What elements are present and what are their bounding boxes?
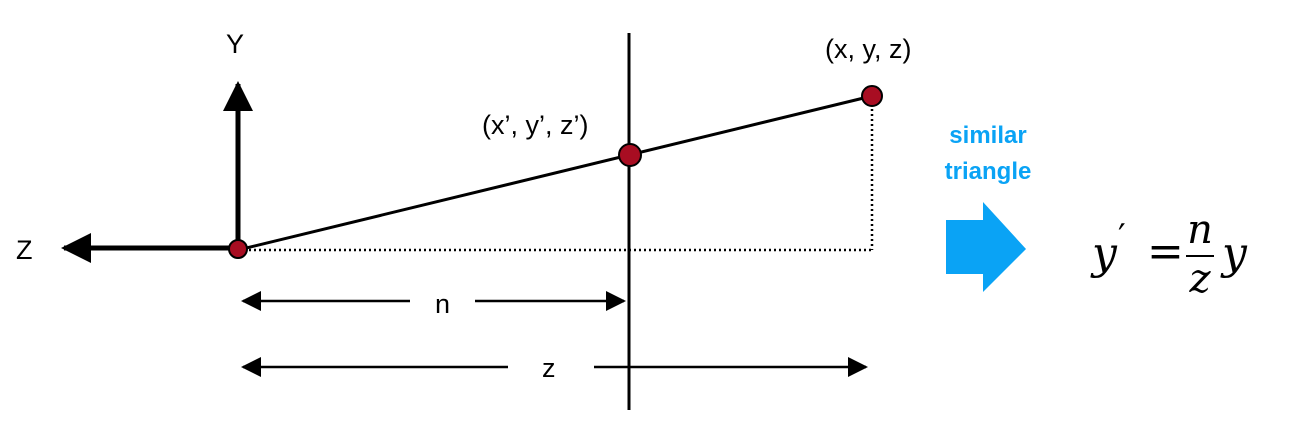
projection-ray bbox=[237, 94, 873, 252]
formula-prime: ′ bbox=[1118, 217, 1126, 257]
projected-point bbox=[618, 143, 642, 167]
far-point bbox=[861, 85, 883, 107]
far-point-label: (x, y, z) bbox=[825, 34, 911, 64]
similar-triangle-text-line2: triangle bbox=[945, 158, 1032, 185]
formula-lhs: y bbox=[1090, 228, 1118, 279]
n-label: n bbox=[435, 289, 450, 319]
formula-numerator: n bbox=[1187, 207, 1213, 253]
z-label: z bbox=[542, 353, 556, 383]
projection-formula: y ′ = n z y bbox=[1090, 207, 1248, 302]
y-axis-label: Y bbox=[226, 29, 244, 59]
formula-equals: = bbox=[1147, 226, 1184, 277]
projected-point-label: (x’, y’, z’) bbox=[482, 110, 588, 140]
similar-triangle-text-line1: similar bbox=[949, 122, 1026, 149]
formula-rhs: y bbox=[1220, 228, 1248, 279]
formula-denominator: z bbox=[1188, 256, 1211, 302]
right-arrow-icon bbox=[946, 202, 1026, 292]
z-axis-label: Z bbox=[16, 235, 33, 265]
origin-point bbox=[228, 239, 248, 259]
